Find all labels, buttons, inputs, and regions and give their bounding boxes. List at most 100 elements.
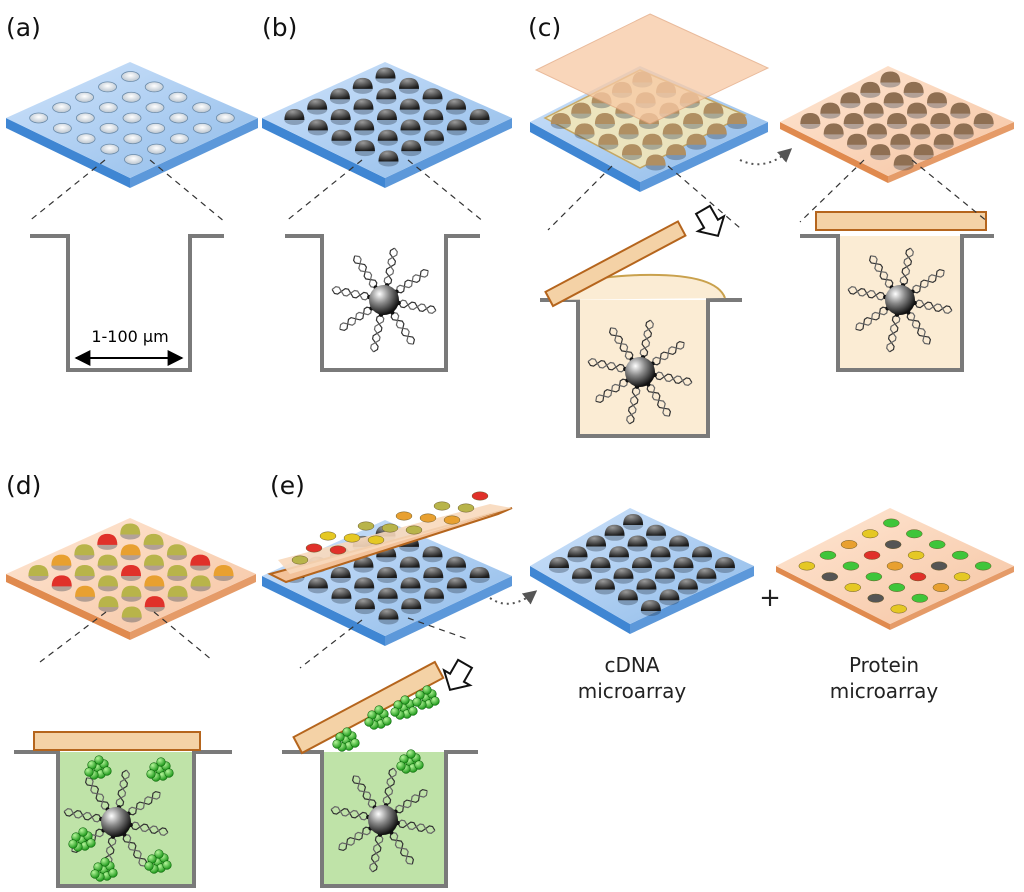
bead-dome <box>714 557 735 568</box>
zoom-guide-line <box>547 165 613 231</box>
well-a <box>30 234 224 372</box>
bead-dome <box>594 113 615 124</box>
bead-dome <box>354 577 375 589</box>
dna-strand <box>130 821 169 836</box>
bead-dome <box>890 133 911 145</box>
bead-dome <box>422 88 443 100</box>
bead-dome <box>627 535 648 547</box>
empty-well <box>192 102 212 114</box>
protein-spot <box>305 543 323 553</box>
bead-dome <box>571 102 592 114</box>
empty-well <box>121 71 140 82</box>
bead-dome <box>613 567 634 579</box>
protein-blob <box>144 861 154 871</box>
dna-strand <box>339 308 373 330</box>
bead-dome <box>863 102 884 114</box>
well-wall <box>282 750 478 888</box>
bead-dome <box>399 98 420 110</box>
bead-dome <box>609 546 630 558</box>
protein-spot <box>974 561 992 571</box>
dna-strand <box>338 828 372 850</box>
bead-dome <box>594 578 615 590</box>
slide-edge-left <box>780 122 888 183</box>
bead-dome <box>843 113 864 124</box>
bead-dome <box>703 102 724 114</box>
bead <box>101 807 131 837</box>
bead-dome <box>623 514 644 526</box>
protein-spot <box>907 550 925 560</box>
process-arrow-e <box>489 590 538 605</box>
bead <box>369 285 399 315</box>
protein-dome <box>120 523 141 535</box>
protein-blob <box>86 838 96 848</box>
bead-dome <box>820 102 841 114</box>
protein-dome <box>74 565 95 576</box>
empty-well <box>123 133 143 145</box>
bead-dome <box>893 154 914 166</box>
protein-blob <box>422 685 432 695</box>
bead-dome <box>887 113 907 124</box>
bead-dome <box>378 150 399 162</box>
protein-spot <box>909 572 927 582</box>
bead-dome <box>376 88 397 100</box>
empty-well <box>215 112 235 124</box>
bead-dome <box>673 557 694 568</box>
protein-dome <box>121 585 142 597</box>
bead-dome <box>401 140 422 152</box>
bead-dome <box>446 119 467 131</box>
bead-dome <box>422 546 443 558</box>
protein-dome <box>28 565 49 576</box>
protein-spot <box>928 540 946 549</box>
protein-blob <box>406 749 416 759</box>
protein-spot <box>883 518 900 528</box>
bead-dome <box>913 144 934 156</box>
bead <box>625 357 655 387</box>
bead <box>885 285 915 315</box>
protein-spot <box>863 550 881 560</box>
slides-layer <box>6 13 1014 646</box>
protein-spot <box>840 540 858 549</box>
empty-well <box>192 122 212 134</box>
dna-strand <box>63 808 102 823</box>
empty-well <box>122 112 142 124</box>
bead-dome <box>650 546 671 558</box>
protein-spot <box>911 593 929 603</box>
bead-dome <box>636 578 657 590</box>
bead <box>368 805 398 835</box>
panel-label-b: (b) <box>262 13 297 42</box>
empty-well <box>170 133 189 145</box>
empty-well <box>147 143 166 155</box>
bead-dome <box>867 123 887 135</box>
dna-strand <box>397 819 436 834</box>
bead-dome <box>352 77 373 89</box>
protein-dome <box>98 596 119 608</box>
bead-dome <box>604 524 625 536</box>
dna-strand <box>330 806 369 821</box>
bead-dome <box>666 144 687 156</box>
empty-well <box>146 122 166 134</box>
protein-blob <box>414 760 424 770</box>
protein-dome <box>167 565 188 576</box>
empty-well <box>145 102 165 114</box>
zoom-guide-line <box>149 159 226 223</box>
dna-strand <box>398 299 437 314</box>
dna-strand <box>639 319 654 358</box>
well-width-label: 1-100 µm <box>91 327 168 346</box>
protein-spot <box>821 572 839 582</box>
annotations-layer <box>27 148 989 669</box>
protein-blob <box>382 716 392 726</box>
bead-dome <box>590 557 611 568</box>
bead-dome <box>446 556 467 568</box>
bead-dome <box>423 109 444 120</box>
well-wall <box>285 234 480 372</box>
slide-edge-right <box>888 122 1014 183</box>
dna-bead-e <box>330 767 436 873</box>
protein-spot <box>471 491 489 501</box>
well-wall <box>540 298 742 438</box>
bead-dome <box>659 589 680 601</box>
bead-dome <box>354 119 375 131</box>
protein-cluster <box>412 685 440 710</box>
empty-well <box>99 122 119 134</box>
protein-dome <box>74 544 95 556</box>
slide-edge-right <box>640 122 768 192</box>
